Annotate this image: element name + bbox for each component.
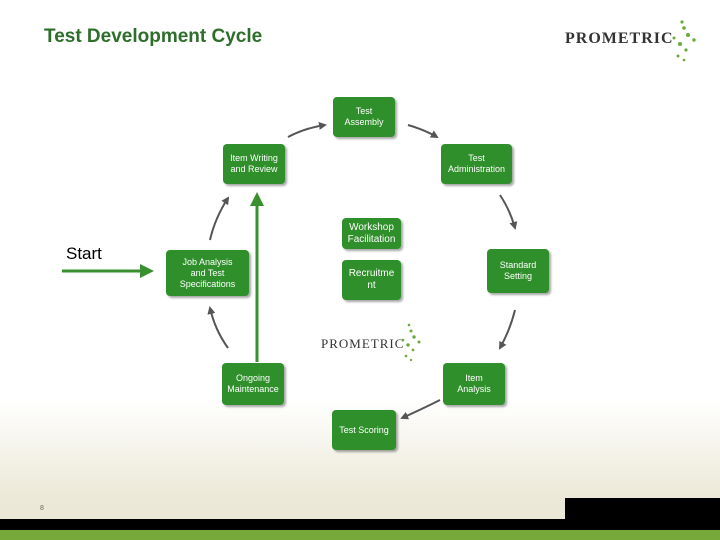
start-label: Start [66,244,102,263]
arrow-assembly-to-administration [407,124,439,139]
node-item-writing-review: Item Writing and Review [223,144,285,184]
footer-green-bar [0,530,720,540]
page-number: 8 [40,505,44,512]
arrow-administration-to-standard [499,194,518,230]
node-job-analysis: Job Analysis and Test Specifications [166,250,249,296]
node-recruitment: Recruitme nt [342,260,401,300]
node-standard-setting: Standard Setting [487,249,549,293]
node-test-administration: Test Administration [441,144,512,184]
center-logo-wordmark: PROMETRIC [321,336,405,351]
node-item-analysis: Item Analysis [443,363,505,405]
node-workshop-facilitation: Workshop Facilitation [342,218,401,249]
arrow-maintenance-to-jobanalysis [207,306,229,349]
node-test-assembly: Test Assembly [333,97,395,137]
footer-dark-tab [565,498,720,523]
arrow-analysis-to-scoring [400,399,441,420]
node-test-scoring: Test Scoring [332,410,396,450]
footer-dark-bar [0,519,720,530]
logo-wordmark: PROMETRIC [565,30,674,47]
arrow-jobanalysis-to-itemwriting [209,196,230,241]
arrow-itemwriting-to-assembly [287,121,327,138]
arrow-standard-to-analysis [499,309,516,350]
page-title: Test Development Cycle [44,26,263,47]
node-ongoing-maintenance: Ongoing Maintenance [222,363,284,405]
